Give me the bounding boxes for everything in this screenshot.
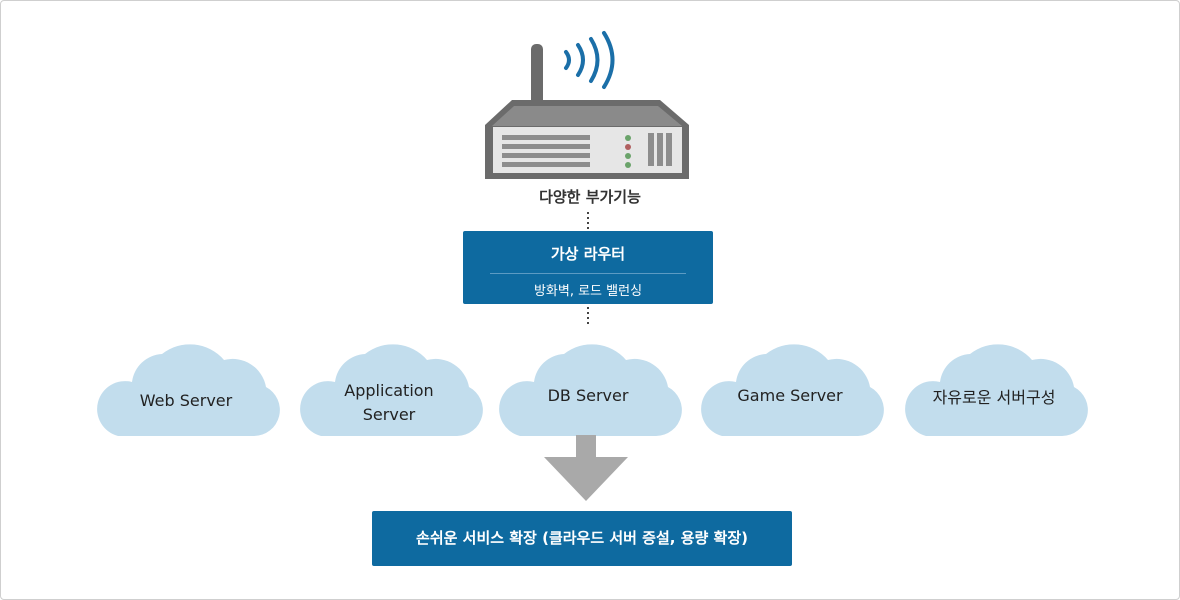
- virtual-router-box: 가상 라우터 방화벽, 로드 밸런싱: [463, 231, 713, 304]
- cloud-icon: [905, 344, 1088, 436]
- connector-dots-lower: [586, 307, 590, 327]
- virtual-router-title: 가상 라우터: [550, 245, 626, 263]
- cloud-db-server: DB Server: [494, 332, 682, 436]
- down-arrow-icon: [544, 435, 628, 501]
- cloud-icon: [499, 344, 682, 436]
- cloud-icon: [701, 344, 884, 436]
- cloud-label-line1: Application: [344, 381, 434, 400]
- virtual-router-divider: [490, 273, 686, 274]
- cloud-label: 자유로운 서버구성: [932, 388, 1056, 407]
- cloud-icon: [300, 344, 483, 436]
- virtual-router-subtitle: 방화벽, 로드 밸런싱: [533, 284, 643, 299]
- cloud-icon: [97, 344, 280, 436]
- cloud-label-line2: Server: [362, 405, 416, 424]
- connector-dots-upper: [586, 212, 590, 232]
- service-expansion-box: 손쉬운 서비스 확장 (클라우드 서버 증설, 용량 확장): [372, 511, 792, 566]
- router-caption: 다양한 부가기능: [539, 188, 641, 206]
- cloud-label: DB Server: [547, 386, 629, 405]
- cloud-free-config: 자유로운 서버구성: [900, 332, 1088, 436]
- cloud-game-server: Game Server: [696, 332, 884, 436]
- cloud-application-server: Application Server: [295, 332, 483, 436]
- cloud-label: Game Server: [737, 386, 843, 405]
- cloud-label: Web Server: [139, 391, 233, 410]
- cloud-web-server: Web Server: [92, 332, 280, 436]
- router-icon: [485, 31, 689, 179]
